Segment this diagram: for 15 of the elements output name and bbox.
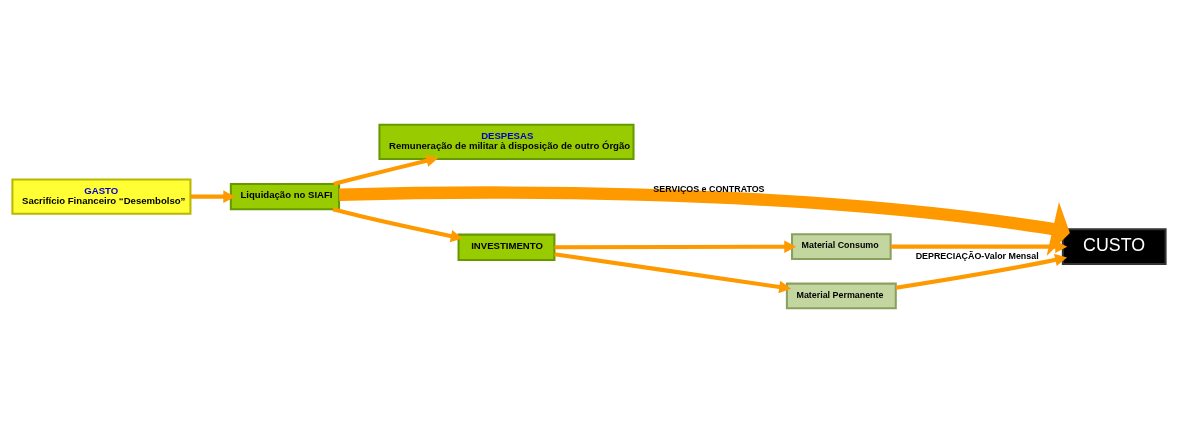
arrow	[332, 206, 463, 242]
edge-label: DEPRECIAÇÃO-Valor Mensal	[915, 250, 1039, 261]
node-box: Material Permanente	[785, 282, 897, 309]
arrow	[895, 253, 1068, 290]
arrow	[554, 251, 792, 293]
node-box: Liquidação no SIAFI	[229, 182, 341, 210]
node-box: CUSTO	[1061, 227, 1167, 265]
node-box: GASTO Sacrifício Financeiro “Desembolso”	[11, 178, 192, 215]
arrow	[333, 154, 439, 186]
arrow	[190, 189, 236, 203]
node-box: DESPESAS Remuneração de militar à disposição de outro Órgão	[378, 123, 635, 160]
arrow	[554, 239, 797, 253]
node-box: INVESTIMENTO	[457, 233, 556, 261]
arrow	[338, 186, 1070, 256]
node-box: Material Consumo	[791, 232, 892, 260]
